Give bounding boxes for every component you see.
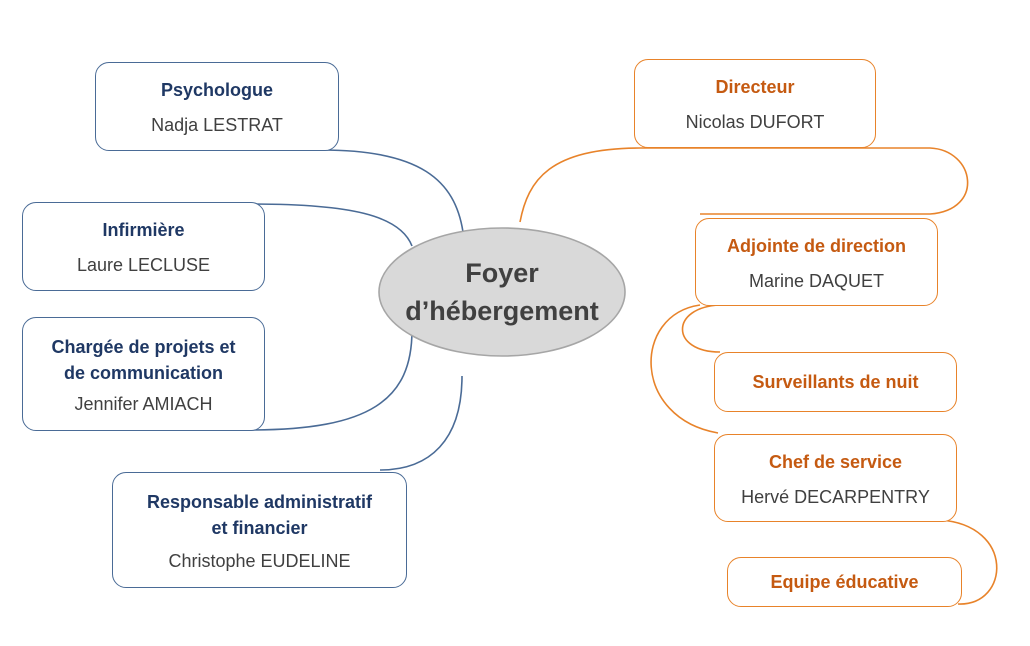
node-person: Nicolas DUFORT [685, 112, 825, 132]
node-title: Surveillants de nuit [752, 372, 919, 392]
node-adjointe-direction: Adjointe de direction Marine DAQUET [695, 218, 938, 306]
link-chef-equipe [939, 519, 998, 605]
node-title: Psychologue [160, 80, 274, 100]
node-title: Directeur [715, 77, 795, 97]
node-equipe-educative: Equipe éducative [727, 557, 962, 607]
node-infirmiere: Infirmière Laure LECLUSE [22, 202, 265, 291]
node-title: Equipe éducative [770, 572, 919, 592]
link-surveillants-chef [650, 304, 719, 434]
node-responsable-admin: Responsable administratif et financier C… [112, 472, 407, 588]
node-surveillants-nuit: Surveillants de nuit [714, 352, 957, 412]
node-person: Nadja LESTRAT [151, 115, 283, 135]
node-person: Christophe EUDELINE [168, 550, 351, 571]
node-directeur: Directeur Nicolas DUFORT [634, 59, 876, 148]
node-person: Laure LECLUSE [76, 255, 211, 275]
link-responsable [379, 375, 463, 471]
node-psychologue: Psychologue Nadja LESTRAT [95, 62, 339, 151]
link-chargee [249, 329, 413, 431]
node-person: Hervé DECARPENTRY [741, 486, 930, 507]
node-person: Jennifer AMIACH [74, 393, 213, 414]
node-title-line1: Responsable administratif [146, 491, 373, 512]
node-chef-service: Chef de service Hervé DECARPENTRY [714, 434, 957, 522]
node-title: Infirmière [102, 220, 185, 240]
node-title: Chef de service [768, 451, 903, 472]
node-person: Marine DAQUET [748, 270, 885, 291]
node-title-line2: de communication [63, 362, 224, 383]
link-infirmiere [249, 203, 413, 247]
link-directeur [519, 147, 969, 223]
node-chargee-projets: Chargée de projets et de communication J… [22, 317, 265, 431]
node-title-line1: Chargée de projets et [51, 336, 236, 357]
center-node-shape [378, 227, 626, 357]
node-title: Adjointe de direction [726, 235, 906, 256]
link-psychologue [321, 149, 464, 233]
link-adjointe-surveillants [681, 304, 721, 353]
node-title-line2: et financier [211, 517, 308, 538]
